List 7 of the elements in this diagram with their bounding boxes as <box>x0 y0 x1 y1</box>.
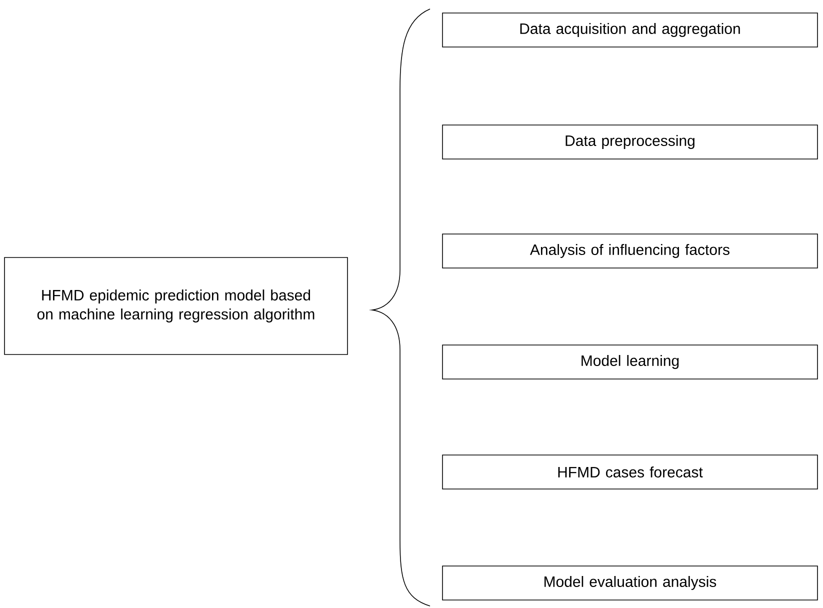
process-box: Data acquisition and aggregation <box>442 12 818 48</box>
process-box: Model learning <box>442 344 818 380</box>
process-box: Model evaluation analysis <box>442 566 818 600</box>
process-box: Data preprocessing <box>442 124 818 160</box>
process-box: Analysis of influencing factors <box>442 234 818 268</box>
process-box: HFMD epidemic prediction model based on machine learning regression algorithm <box>4 257 348 355</box>
process-box: HFMD cases forecast <box>442 454 818 490</box>
